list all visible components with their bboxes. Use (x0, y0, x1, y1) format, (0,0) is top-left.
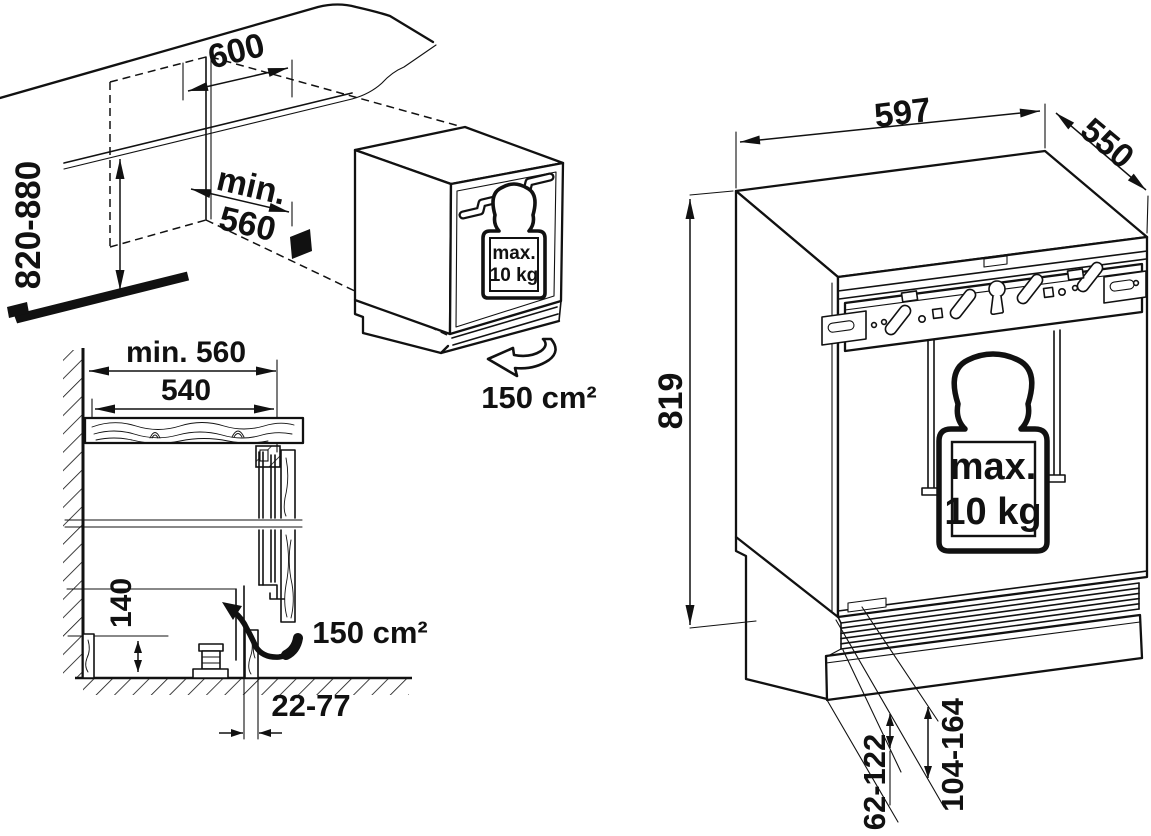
door-load-value: 10 kg (944, 491, 1041, 533)
cross-section-view: min. 560 540 (63, 336, 428, 740)
door-load-label-small: max. (492, 243, 535, 264)
appliance-width-label: 597 (872, 91, 933, 136)
door-load-value-small: 10 kg (490, 265, 539, 286)
appliance-perspective-small: max. 10 kg 150 cm² (353, 125, 597, 415)
vent-clearance-label: 62-122 (857, 734, 892, 831)
appliance-base (734, 535, 829, 701)
worktop-break-edge (351, 44, 437, 100)
section-niche-depth-label: min. 560 (126, 336, 246, 369)
floor-line-bar (13, 271, 190, 324)
dim-line-niche-depth (190, 188, 290, 213)
niche-perspective-view: 600 min. 560 820-880 (0, 3, 597, 415)
weight-max-load-icon-small: max. 10 kg (481, 182, 547, 300)
plinth-recess-label: 22-77 (271, 688, 350, 723)
niche-floor-marker (290, 229, 312, 259)
plinth-height-label: 140 (105, 578, 138, 628)
appliance-front-section (64, 449, 303, 623)
mounting-rail (821, 261, 1147, 353)
appliance-height-label: 819 (652, 373, 690, 430)
adjustment-rods (921, 329, 1066, 496)
adjustable-foot-icon (192, 643, 229, 679)
ventilation-grille (837, 582, 1140, 650)
plinth-clearance-label: 104-164 (935, 697, 970, 812)
niche-width-label: 600 (204, 26, 268, 77)
appliance-depth-label: 550 (1073, 111, 1141, 177)
plinth-panel (824, 613, 1144, 702)
niche-height-label: 820-880 (9, 161, 48, 289)
keyhole-slot-icon (988, 280, 1006, 298)
dim-line-width (739, 108, 1041, 145)
vent-area-label-section: 150 cm² (312, 615, 427, 650)
airflow-arrow-icon (486, 337, 557, 378)
mounting-bracket-section (255, 445, 281, 468)
worktop-underside-edge (63, 92, 353, 164)
airflow-arrow-icon-section (222, 602, 303, 660)
door-load-label: max. (950, 446, 1037, 488)
worktop-front-edge (0, 3, 435, 100)
wall-hatching (63, 350, 82, 679)
vent-area-label: 150 cm² (481, 380, 596, 415)
break-lines (64, 519, 303, 528)
floor-hatching (83, 679, 409, 695)
weight-max-load-icon: max. 10 kg (936, 351, 1050, 554)
dim-line-depth (1055, 112, 1147, 191)
worktop-depth-label: 540 (161, 374, 211, 407)
dim-line-niche-width (187, 67, 289, 92)
appliance-dimension-view: max. 10 kg 597 550 819 62-122 (652, 91, 1149, 831)
decor-panel-section (280, 449, 296, 623)
worktop-section (83, 416, 305, 445)
skirting-board-section (82, 633, 95, 679)
